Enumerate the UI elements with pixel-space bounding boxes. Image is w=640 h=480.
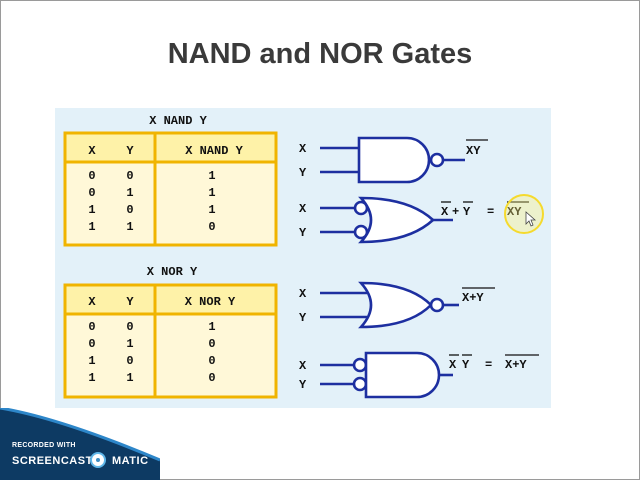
and-inverted-inputs-gate-symbol <box>320 351 453 399</box>
nand-table-caption: X NAND Y <box>149 114 207 128</box>
nand-cell: 1 <box>88 203 95 217</box>
nor-cell: 1 <box>208 320 215 334</box>
nand-cell: 0 <box>126 169 133 183</box>
nor-cell: 0 <box>208 371 215 385</box>
nand-cell: 1 <box>208 203 215 217</box>
mouse-pointer-icon <box>525 211 537 227</box>
nand-header-x: X <box>88 144 96 158</box>
nor-cell: 1 <box>126 337 133 351</box>
cursor-highlight <box>504 194 544 234</box>
nand-cell: 0 <box>126 203 133 217</box>
nor-cell: 0 <box>88 337 95 351</box>
nand-cell: 1 <box>126 186 133 200</box>
nor-cell: 0 <box>126 354 133 368</box>
figure-canvas: X NAND Y X Y X NAND Y 0 0 1 0 1 1 1 0 1 … <box>63 114 544 399</box>
nand-header-out: X NAND Y <box>185 144 243 158</box>
nand-output-expr: XY <box>466 144 481 158</box>
nand-cell: 0 <box>208 220 215 234</box>
nand-truth-table: X Y X NAND Y 0 0 1 0 1 1 1 0 1 1 1 0 <box>63 131 278 247</box>
nor-gate-symbol <box>320 281 459 329</box>
screencast-logo-icon <box>90 452 106 468</box>
nand-gate-symbol <box>320 136 465 184</box>
nor-header-x: X <box>88 295 96 309</box>
and-inv-equals: = <box>485 358 492 372</box>
or-inv-input-x: X <box>299 202 307 216</box>
nand-cell: 1 <box>126 220 133 234</box>
nor-cell: 1 <box>88 354 95 368</box>
nor-table-caption: X NOR Y <box>147 265 198 279</box>
nand-input-x: X <box>299 142 307 156</box>
screencast-badge-bg <box>0 408 160 480</box>
nor-input-x: X <box>299 287 307 301</box>
nor-table-header-bg <box>66 286 275 314</box>
nor-output-expr: X+Y <box>462 291 484 305</box>
slide-title: NAND and NOR Gates <box>167 38 473 70</box>
nand-cell: 1 <box>208 169 215 183</box>
nand-cell: 1 <box>208 186 215 200</box>
screencast-brand-left: SCREENCAST <box>12 455 93 467</box>
nor-cell: 0 <box>208 337 215 351</box>
or-inv-lhs-plus: + <box>452 205 459 219</box>
nor-header-out: X NOR Y <box>185 295 236 309</box>
nand-input-y: Y <box>299 166 307 180</box>
or-inv-lhs-b: Y <box>463 205 471 219</box>
nand-cell: 0 <box>88 186 95 200</box>
nand-cell: 0 <box>88 169 95 183</box>
or-inv-rhs: XY <box>507 205 522 219</box>
nand-header-y: Y <box>126 144 134 158</box>
or-inv-input-y: Y <box>299 226 307 240</box>
logic-gates-figure: X NAND Y X Y X NAND Y 0 0 1 0 1 1 1 0 1 … <box>55 108 551 408</box>
nor-cell: 1 <box>88 371 95 385</box>
nor-header-y: Y <box>126 295 134 309</box>
nor-cell: 0 <box>126 320 133 334</box>
and-inv-input-x: X <box>299 359 307 373</box>
and-inv-lhs-a: X <box>449 358 457 372</box>
and-inv-rhs: X+Y <box>505 358 527 372</box>
nor-input-y: Y <box>299 311 307 325</box>
nor-cell: 0 <box>208 354 215 368</box>
nor-truth-table: X Y X NOR Y 0 0 1 0 1 0 1 0 0 1 1 0 <box>63 283 278 399</box>
nand-table-header-bg <box>66 134 275 162</box>
recorded-with-label: RECORDED WITH <box>12 442 76 449</box>
and-inv-input-y: Y <box>299 378 307 392</box>
nor-cell: 1 <box>126 371 133 385</box>
or-inv-lhs-a: X <box>441 205 449 219</box>
and-inv-lhs-b: Y <box>462 358 470 372</box>
nand-cell: 1 <box>88 220 95 234</box>
or-inv-equals: = <box>487 205 494 219</box>
screencast-brand-right: MATIC <box>112 455 149 467</box>
nor-cell: 0 <box>88 320 95 334</box>
or-inverted-inputs-gate-symbol <box>320 196 453 244</box>
